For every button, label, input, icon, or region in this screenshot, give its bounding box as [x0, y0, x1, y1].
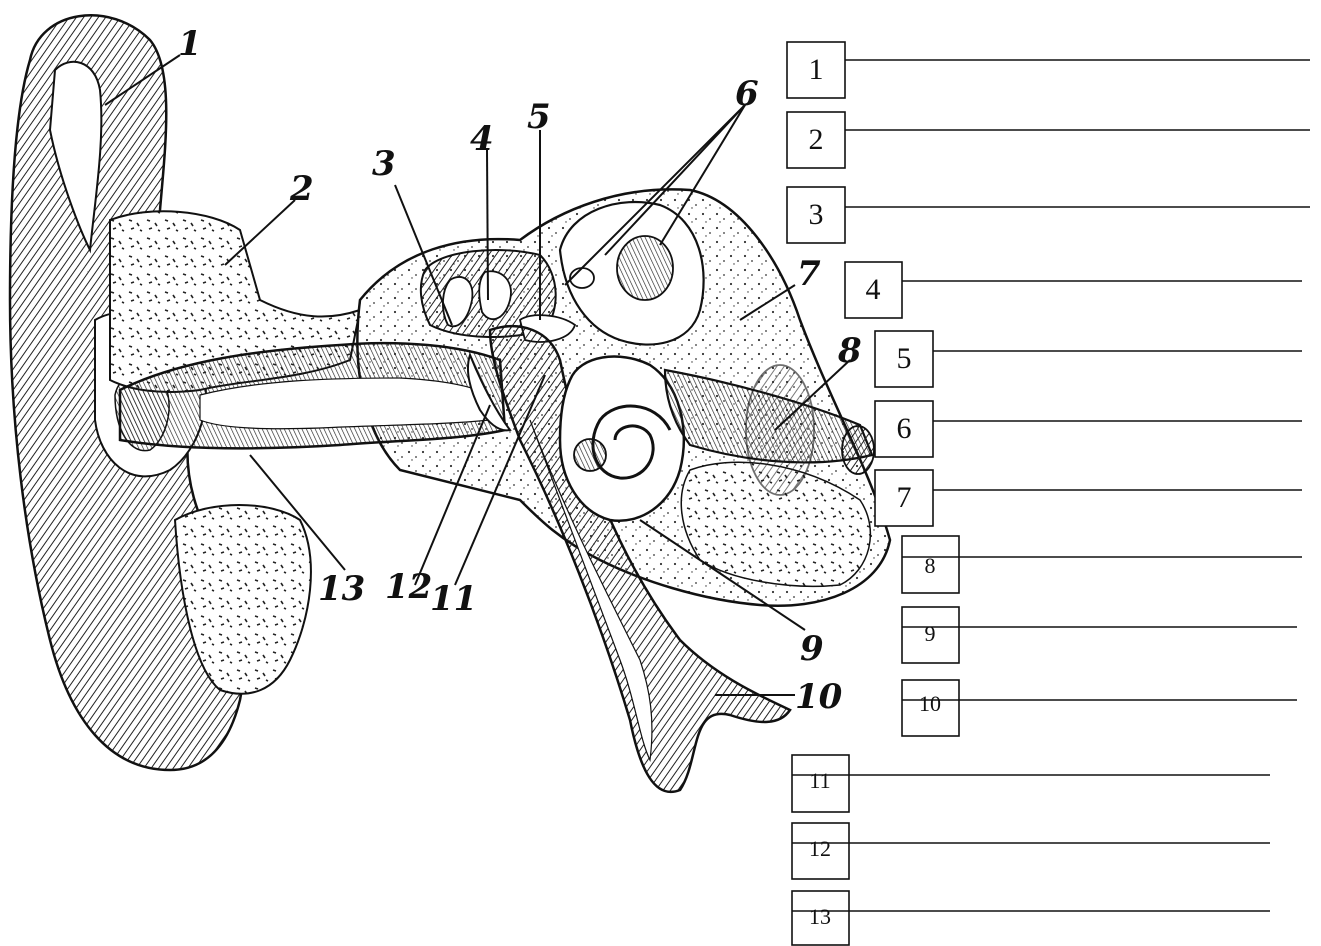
callout-10: 10: [795, 677, 843, 717]
answer-row-3: 3: [787, 187, 1310, 243]
answer-number-10: 10: [919, 691, 941, 716]
answer-row-4: 4: [845, 262, 1302, 318]
callout-2: 2: [289, 169, 314, 209]
answer-row-12: 12: [792, 823, 1270, 879]
callout-12: 12: [385, 567, 432, 607]
internal-acoustic-meatus: [746, 365, 814, 495]
answer-number-7: 7: [897, 481, 912, 514]
callout-5: 5: [527, 97, 551, 137]
semicircular-canal-ring: [570, 268, 594, 288]
nerve-cross-section: [842, 426, 874, 474]
answer-number-5: 5: [897, 342, 912, 375]
answer-number-11: 11: [809, 768, 830, 793]
callout-9: 9: [800, 629, 824, 669]
answer-row-13: 13: [792, 891, 1270, 945]
answer-number-3: 3: [809, 198, 824, 231]
callout-11: 11: [430, 579, 477, 619]
callout-8: 8: [837, 331, 862, 371]
callout-4: 4: [470, 119, 494, 159]
cochlea-apex: [574, 439, 606, 471]
answer-row-6: 6: [875, 401, 1302, 457]
answer-number-2: 2: [809, 123, 824, 156]
answer-row-10: 10: [902, 680, 1297, 736]
answer-number-13: 13: [809, 904, 831, 929]
answer-number-4: 4: [866, 273, 881, 306]
answer-row-2: 2: [787, 112, 1310, 168]
callout-6: 6: [735, 74, 759, 114]
callout-7: 7: [797, 254, 821, 294]
answer-number-9: 9: [925, 621, 936, 646]
answer-number-6: 6: [897, 412, 912, 445]
answer-row-11: 11: [792, 755, 1270, 812]
answer-number-12: 12: [809, 836, 831, 861]
answer-number-1: 1: [809, 53, 824, 86]
callout-13: 13: [318, 569, 365, 609]
semicircular-canal-loop: [617, 236, 673, 300]
answer-row-5: 5: [875, 331, 1302, 387]
answer-row-8: 8: [902, 536, 1302, 593]
answer-row-7: 7: [875, 470, 1302, 526]
answer-row-9: 9: [902, 607, 1297, 663]
leader-4: [487, 150, 488, 300]
answer-row-1: 1: [787, 42, 1310, 98]
callout-1: 1: [178, 24, 202, 64]
answer-number-8: 8: [925, 553, 936, 578]
callout-3: 3: [372, 144, 396, 184]
